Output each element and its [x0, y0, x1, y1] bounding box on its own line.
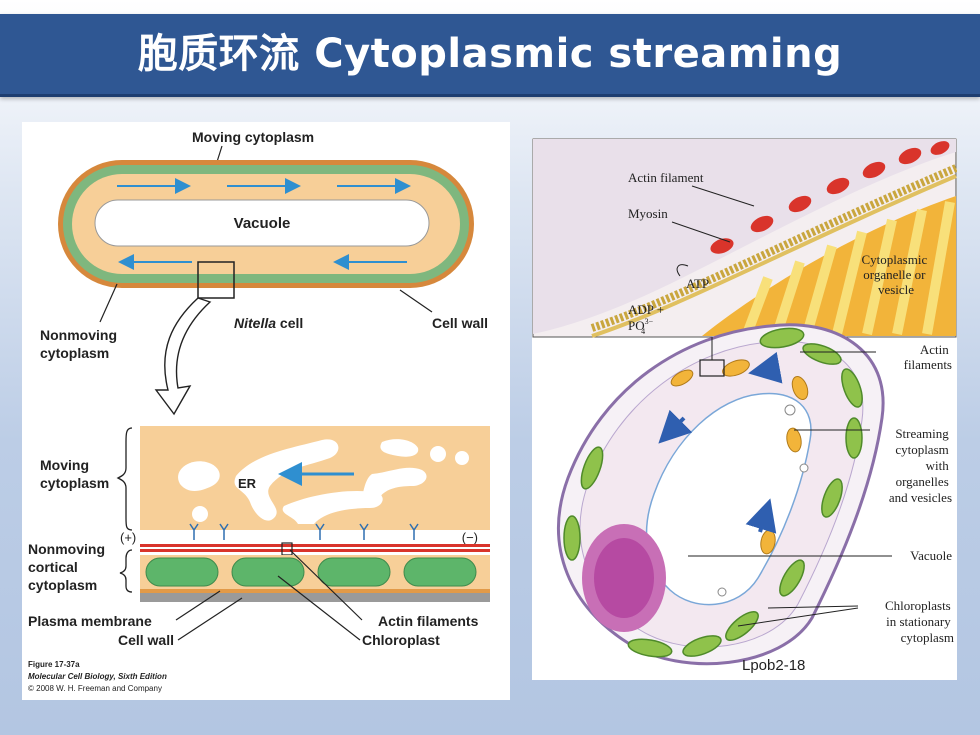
label-nonmoving-cytoplasm: Nonmoving cytoplasm — [40, 327, 121, 361]
label-plasma-membrane: Plasma membrane — [28, 613, 152, 629]
vacuole-shape — [94, 199, 430, 247]
leader-line — [671, 221, 731, 243]
label-adp: ADP + — [628, 302, 664, 317]
label-cell-wall-bottom: Cell wall — [118, 632, 174, 648]
label-nonmoving-cortical: Nonmoving cortical cytoplasm — [28, 541, 109, 593]
zoom-callout-arrow — [154, 297, 212, 416]
label-minus-end: (−) — [462, 530, 478, 545]
vesicle-group — [717, 404, 809, 597]
streaming-arrow — [748, 351, 783, 384]
label-po4: PO3−4 — [628, 317, 654, 336]
chloroplast-shape — [403, 557, 477, 587]
nucleolus-region — [594, 538, 654, 618]
label-cytoplasmic-organelle: Cytoplasmic organelle or vesicle — [862, 252, 931, 297]
nitella-figure-panel: Moving cytoplasm Vacuole Nonmoving cytop… — [22, 122, 510, 700]
streaming-arrow — [745, 498, 777, 534]
title-bar: 胞质环流 Cytoplasmic streaming — [0, 14, 980, 97]
inset-background — [533, 139, 956, 334]
label-streaming-cytoplasm: Streaming cytoplasm with organelles and … — [889, 426, 952, 505]
chloroplast-shape — [317, 557, 391, 587]
actin-filament-strand — [591, 174, 957, 338]
figure-copyright: © 2008 W. H. Freeman and Company — [28, 684, 162, 693]
leader-line — [737, 607, 859, 627]
leader-line — [399, 289, 433, 313]
label-actin-filaments: Actin filaments — [904, 342, 952, 372]
leader-line — [277, 575, 361, 641]
myosin-heads — [710, 141, 950, 254]
actin-filament-line — [140, 544, 490, 547]
actin-filament-strand — [590, 164, 958, 332]
leader-line — [177, 597, 243, 641]
slide-title: 胞质环流 Cytoplasmic streaming — [137, 31, 843, 77]
leader-line — [99, 283, 118, 323]
figure-source: Molecular Cell Biology, Sixth Edition — [28, 672, 167, 681]
label-moving-cytoplasm-top: Moving cytoplasm — [192, 129, 314, 145]
chloroplast-shape — [231, 557, 305, 587]
label-actin-filaments: Actin filaments — [378, 613, 479, 629]
zoom-box — [197, 261, 235, 299]
organelle-ridges — [742, 201, 955, 336]
plasma-membrane-band — [140, 589, 490, 593]
chloroplast-shape — [145, 557, 219, 587]
myosin-motor-group — [189, 523, 419, 540]
er-membrane — [380, 439, 419, 457]
streaming-arrow — [658, 409, 693, 444]
label-actin-filament: Actin filament — [628, 170, 704, 185]
er-membrane — [361, 467, 427, 508]
leader-line — [767, 605, 859, 609]
leader-line — [289, 549, 363, 621]
atp-arrow — [676, 264, 689, 277]
label-er: ER — [238, 476, 257, 491]
cell-wall-band — [140, 593, 490, 602]
label-chloroplast: Chloroplast — [362, 632, 440, 648]
leader-line — [691, 185, 755, 207]
vesicle — [178, 461, 220, 491]
streaming-figure-panel: Actin filament Myosin ATP ADP + PO3−4 Cy… — [532, 138, 958, 680]
brace — [116, 427, 133, 531]
label-nitella-cell: Nitella cell — [234, 315, 303, 331]
label-atp: ATP — [686, 276, 709, 291]
chloroplast-group — [563, 327, 863, 658]
streaming-diagram: Actin filament Myosin ATP ADP + PO3−4 Cy… — [532, 138, 958, 674]
figure-id: Lpob2-18 — [742, 657, 805, 674]
er-membrane — [234, 439, 339, 521]
label-myosin: Myosin — [628, 206, 668, 221]
figure-number: Figure 17-37a — [28, 660, 80, 669]
er-membrane — [282, 490, 383, 524]
brace — [119, 549, 133, 593]
label-plus-end: (+) — [120, 530, 136, 545]
actin-filament-line — [140, 549, 490, 552]
label-vacuole: Vacuole — [234, 215, 291, 232]
nitella-diagram: Moving cytoplasm Vacuole Nonmoving cytop… — [28, 129, 490, 693]
leader-line — [175, 590, 221, 621]
vesicle — [192, 506, 208, 522]
label-vacuole: Vacuole — [910, 548, 952, 563]
organelle-group — [670, 359, 809, 555]
label-moving-cytoplasm-detail: Moving cytoplasm — [40, 457, 109, 491]
vesicle — [430, 446, 446, 462]
label-chloroplasts: Chloroplasts in stationary cytoplasm — [885, 598, 954, 645]
label-cell-wall-top: Cell wall — [432, 315, 488, 331]
vesicle — [455, 451, 469, 465]
